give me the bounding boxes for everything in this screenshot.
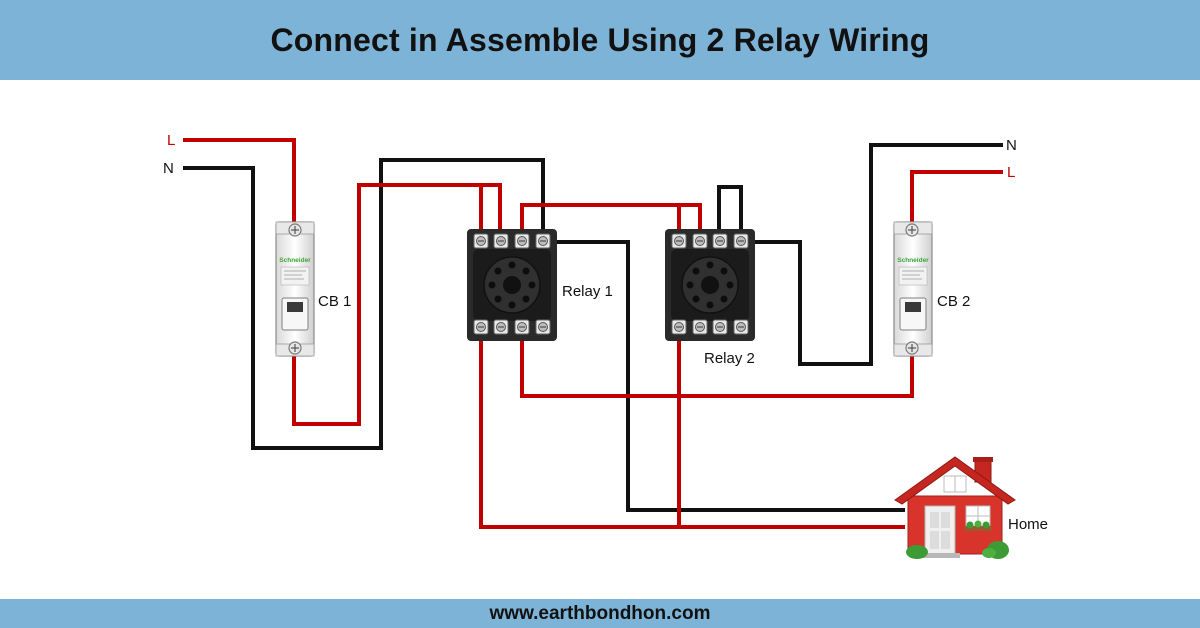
- neutral-label-left: N: [163, 160, 174, 177]
- live-label-left: L: [167, 132, 175, 149]
- relay-socket-icon: [665, 229, 755, 341]
- home-label: Home: [1008, 516, 1048, 533]
- wiring-diagram: Schneider Schneider: [163, 132, 1048, 559]
- live-wire-right-supply: [910, 170, 1003, 228]
- cb2-label: CB 2: [937, 293, 970, 310]
- neutral-wire-relay2-loop: [717, 185, 743, 239]
- breaker-brand-label: Schneider: [897, 257, 929, 264]
- live-wire-relay1-home: [479, 327, 905, 529]
- neutral-label-right: N: [1006, 137, 1017, 154]
- relay1-label: Relay 1: [562, 283, 613, 300]
- live-wire-relay1-relay2: [520, 203, 702, 239]
- website-url: www.earthbondhon.com: [489, 602, 711, 624]
- circuit-breaker-icon: Schneider: [893, 221, 933, 357]
- cb1-label: CB 1: [318, 293, 351, 310]
- neutral-wire-relay2-cb2: [741, 143, 1003, 366]
- neutral-wire-relay1-home: [543, 240, 905, 512]
- house-icon: [894, 456, 1016, 559]
- title-banner: Connect in Assemble Using 2 Relay Wiring: [0, 0, 1200, 80]
- live-wire-left-supply: [183, 138, 296, 228]
- live-wire-cb1-relay1: [292, 183, 502, 426]
- relay-socket-icon: [467, 229, 557, 341]
- circuit-breaker-icon: Schneider: [275, 221, 315, 357]
- breaker-brand-label: Schneider: [279, 257, 311, 264]
- neutral-wire-left-supply: [183, 158, 545, 450]
- live-label-right: L: [1007, 164, 1015, 181]
- page-title: Connect in Assemble Using 2 Relay Wiring: [270, 21, 930, 58]
- relay2-label: Relay 2: [704, 350, 755, 367]
- live-wires: [183, 138, 1003, 529]
- neutral-wires: [183, 143, 1003, 512]
- live-wire-cb2-relay1: [520, 327, 914, 398]
- footer-banner: www.earthbondhon.com: [0, 599, 1200, 628]
